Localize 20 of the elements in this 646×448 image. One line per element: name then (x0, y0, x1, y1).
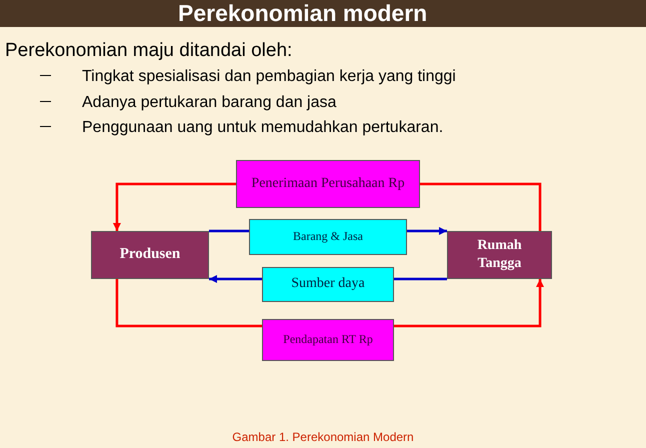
arrow (209, 275, 262, 283)
flow-box: Penerimaan Perusahaan Rp (236, 160, 420, 208)
producer-box: Produsen (91, 231, 209, 279)
bullet-text: Tingkat spesialisasi dan pembagian kerja yang tinggi (82, 68, 456, 86)
flow-box: Sumber daya (262, 267, 394, 302)
connector-line (420, 182, 542, 231)
flow-box: Barang & Jasa (249, 219, 407, 255)
slide-title: Perekonomian modern (178, 0, 428, 27)
arrow (112, 182, 236, 231)
household-box: Rumah Tangga (447, 231, 552, 279)
arrow (394, 279, 544, 328)
bullet-text: Penggunaan uang untuk memudahkan pertukaran. (82, 119, 444, 137)
connector-line (394, 278, 447, 280)
intro-text: Perekonomian maju ditandai oleh: (5, 40, 292, 62)
bullet-text: Adanya pertukaran barang dan jasa (82, 94, 336, 112)
connector-line (116, 279, 262, 328)
arrow (407, 227, 447, 235)
flow-box: Pendapatan RT Rp (262, 319, 394, 361)
figure-caption: Gambar 1. Perekonomian Modern (232, 430, 414, 444)
connector-line (209, 230, 249, 232)
